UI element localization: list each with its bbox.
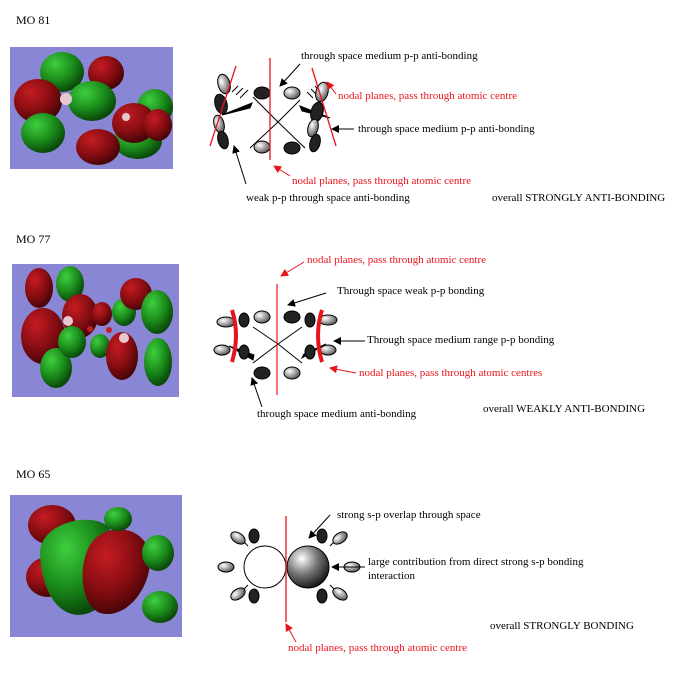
- panel1-title: MO 81: [16, 13, 51, 27]
- mo77-arrows: [250, 292, 365, 408]
- mo77-label-overall: overall WEAKLY ANTI-BONDING: [483, 403, 646, 415]
- panel3-title: MO 65: [16, 467, 51, 481]
- mo77-label-bottom: through space medium anti-bonding: [257, 408, 417, 420]
- mo65-s-orbital-dark: [286, 545, 330, 589]
- mo81-p-orbital-lobes: [213, 73, 329, 155]
- mo81-arrows: [232, 63, 354, 185]
- mo65-s-orbital-white: [243, 545, 287, 589]
- mo65-orbital-render: [10, 495, 182, 637]
- mo77-orbital-render: [12, 264, 179, 397]
- mo65-label-nodal-bottom: nodal planes, pass through atomic centre: [288, 642, 468, 654]
- mo65-arrows: [308, 514, 365, 571]
- mo77-label-top: Through space weak p-p bonding: [337, 285, 485, 297]
- mo65-label-right-line2: interaction: [368, 570, 416, 582]
- mo65-label-overall: overall STRONGLY BONDING: [490, 620, 634, 632]
- mo81-label-bottom: weak p-p through space anti-bonding: [246, 192, 410, 204]
- mo81-label-nodal-bottom: nodal planes, pass through atomic centre: [292, 175, 472, 187]
- mo77-label-right: Through space medium range p-p bonding: [367, 334, 555, 346]
- mo65-label-top: strong s-p overlap through space: [337, 509, 481, 521]
- mo77-label-nodal-right: nodal planes, pass through atomic centre…: [359, 367, 543, 379]
- mo65-hydrogen-lobes: [217, 528, 361, 604]
- mo77-nodal-planes: [230, 284, 324, 395]
- mo81-orbital-render: [10, 47, 173, 169]
- mo77-label-nodal-top: nodal planes, pass through atomic centre: [307, 254, 487, 266]
- mo81-label-top: through space medium p-p anti-bonding: [301, 50, 478, 62]
- mo81-nodal-planes: [209, 58, 337, 160]
- mo81-label-nodal-right: nodal planes, pass through atomic centre: [338, 90, 518, 102]
- panel2-title: MO 77: [16, 232, 51, 246]
- mo65-label-right-line1: large contribution from direct strong s-…: [368, 556, 584, 568]
- mo81-label-right: through space medium p-p anti-bonding: [358, 123, 535, 135]
- mo81-label-overall: overall STRONGLY ANTI-BONDING: [492, 192, 666, 204]
